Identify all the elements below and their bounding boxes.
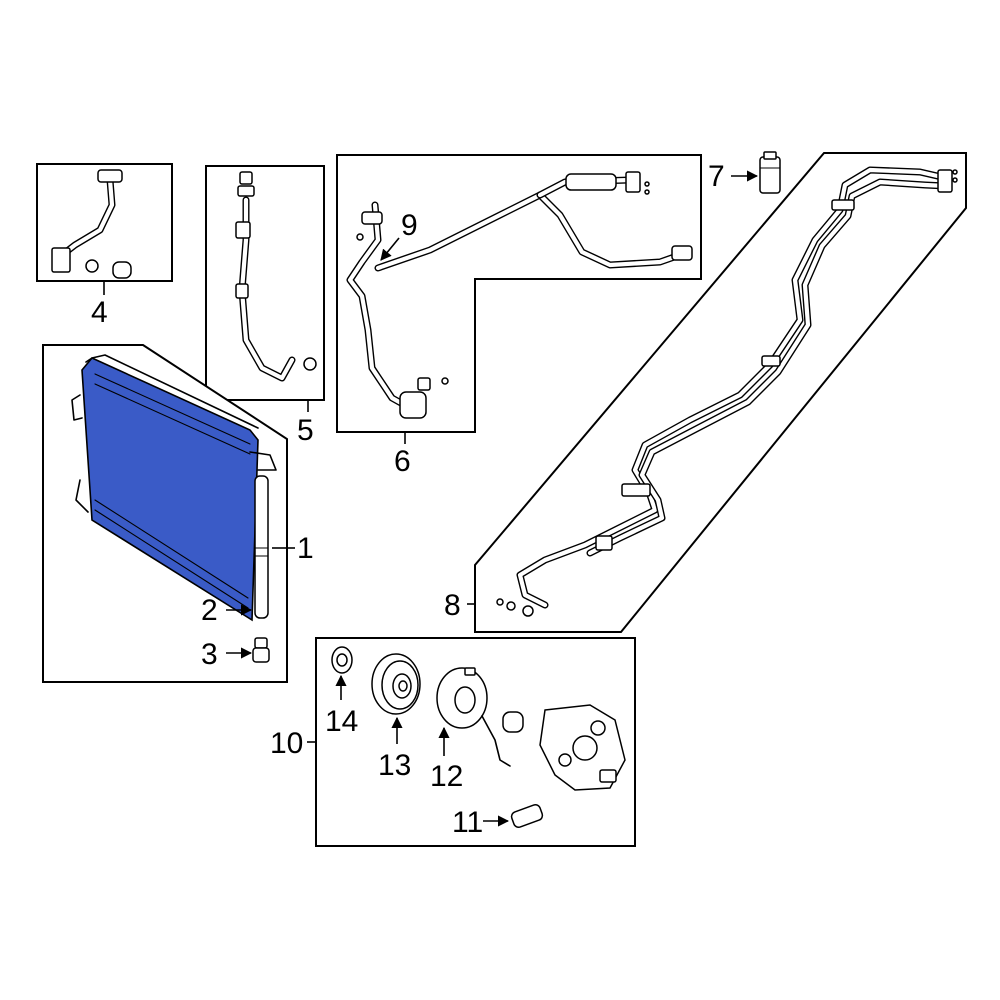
callout-1: 1: [297, 532, 314, 565]
part-6-panel: 6 9: [336, 154, 702, 478]
callout-6: 6: [394, 445, 411, 478]
callout-2: 2: [201, 594, 218, 627]
part-4-panel: 4: [36, 163, 173, 329]
part-5-hose-illustration[interactable]: [235, 171, 317, 382]
part-8-frame: [474, 152, 967, 633]
part-1-panel: 1 2 3: [42, 344, 314, 683]
part-6-frame: [336, 154, 702, 433]
callout-13: 13: [378, 749, 411, 782]
condenser-core: [81, 357, 259, 622]
part-10-panel: 10 14 13 12: [270, 637, 636, 847]
part-4-hose-illustration[interactable]: [51, 169, 132, 279]
part-13-pulley[interactable]: [371, 653, 421, 715]
part-14-hub[interactable]: [331, 646, 353, 674]
part-6-hose-illustration[interactable]: [346, 171, 693, 419]
part-8-line-illustration[interactable]: [496, 166, 958, 617]
callout-9: 9: [401, 209, 418, 242]
part-7-group: 7: [708, 151, 781, 194]
callout-7: 7: [708, 160, 725, 193]
part-11-relief-valve[interactable]: [510, 803, 544, 828]
part-12-clutch-coil[interactable]: [436, 667, 511, 767]
callout-11: 11: [452, 806, 483, 839]
part-8-panel: 8: [444, 152, 967, 633]
part-5-panel: 5: [205, 165, 325, 447]
callout-10: 10: [270, 727, 303, 760]
callout-3: 3: [201, 638, 218, 671]
callout-14: 14: [325, 705, 358, 738]
part-7-expansion-valve[interactable]: [759, 151, 781, 194]
compressor-body[interactable]: [502, 704, 626, 791]
part-3-plug[interactable]: [252, 637, 270, 663]
callout-8: 8: [444, 589, 461, 622]
part-9-arrow: [380, 237, 400, 261]
receiver-drier[interactable]: [254, 475, 269, 619]
callout-5: 5: [297, 414, 314, 447]
callout-4: 4: [91, 296, 108, 329]
callout-12: 12: [430, 760, 463, 793]
condenser-highlighted[interactable]: [71, 354, 277, 622]
part-5-frame: [205, 165, 325, 401]
